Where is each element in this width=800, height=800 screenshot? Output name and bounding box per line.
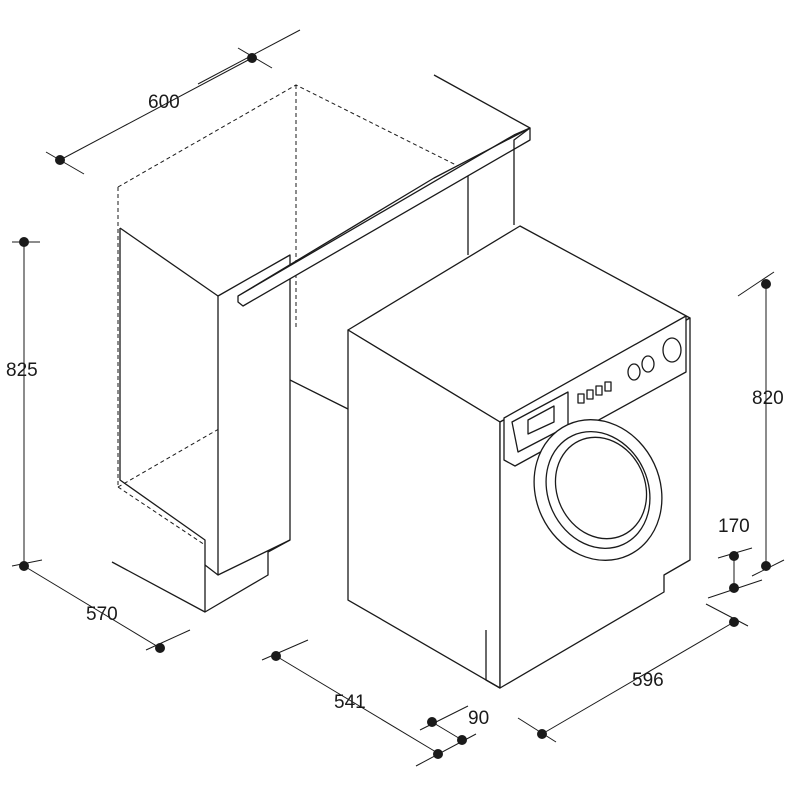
dimension-marker-icon — [55, 155, 65, 165]
cabinet-plinth — [204, 539, 291, 613]
dimension-marker-icon — [729, 617, 739, 627]
cabinet-base-edge — [111, 561, 206, 613]
cabinet-side-top — [119, 227, 219, 297]
button-icon[interactable] — [604, 381, 612, 392]
dimension-label-door-clearance: 90 — [468, 708, 489, 729]
button-icon[interactable] — [586, 389, 594, 400]
countertop-side — [433, 74, 531, 225]
drawer-handle — [527, 405, 555, 435]
dimension-marker-icon — [433, 749, 443, 759]
dimension-marker-icon — [155, 643, 165, 653]
machine-foot — [485, 630, 501, 689]
countertop — [237, 127, 531, 307]
knob-icon[interactable] — [641, 355, 655, 373]
button-icon[interactable] — [577, 393, 585, 404]
button-icon[interactable] — [595, 385, 603, 396]
dimension-marker-icon — [537, 729, 547, 739]
dimension-marker-icon — [761, 561, 771, 571]
door-inner-icon — [554, 436, 648, 540]
dimension-marker-icon — [729, 583, 739, 593]
cabinet — [111, 74, 531, 613]
dimension-label-countertop-width: 600 — [148, 92, 180, 113]
dimension-lines — [11, 29, 785, 767]
dimension-label-machine-width: 596 — [632, 670, 664, 691]
dimension-marker-icon — [729, 551, 739, 561]
dimension-label-machine-depth: 541 — [334, 692, 366, 713]
control-knobs[interactable] — [627, 337, 682, 381]
dimension-marker-icon — [761, 279, 771, 289]
cabinet-front-panel — [217, 254, 291, 576]
dimension-marker-icon — [427, 717, 437, 727]
dimension-label-cabinet-height: 825 — [6, 360, 38, 381]
washing-machine — [347, 225, 691, 689]
dimension-label-cabinet-depth: 570 — [86, 604, 118, 625]
cabinet-side-panel — [119, 228, 206, 565]
dimension-marker-icon — [271, 651, 281, 661]
program-buttons[interactable] — [577, 381, 612, 404]
rear-floor-edge — [289, 379, 351, 411]
dimension-label-plinth-height: 170 — [718, 516, 750, 537]
dimension-marker-icon — [457, 735, 467, 745]
countertop-edge — [237, 127, 531, 297]
knob-icon[interactable] — [627, 363, 641, 381]
cabinet-opening-outline — [117, 84, 467, 546]
dimension-marker-icon — [247, 53, 257, 63]
dimension-marker-icon — [19, 237, 29, 247]
dial-icon[interactable] — [662, 337, 682, 363]
machine-door[interactable] — [511, 399, 684, 582]
dimension-label-machine-height: 820 — [752, 388, 784, 409]
